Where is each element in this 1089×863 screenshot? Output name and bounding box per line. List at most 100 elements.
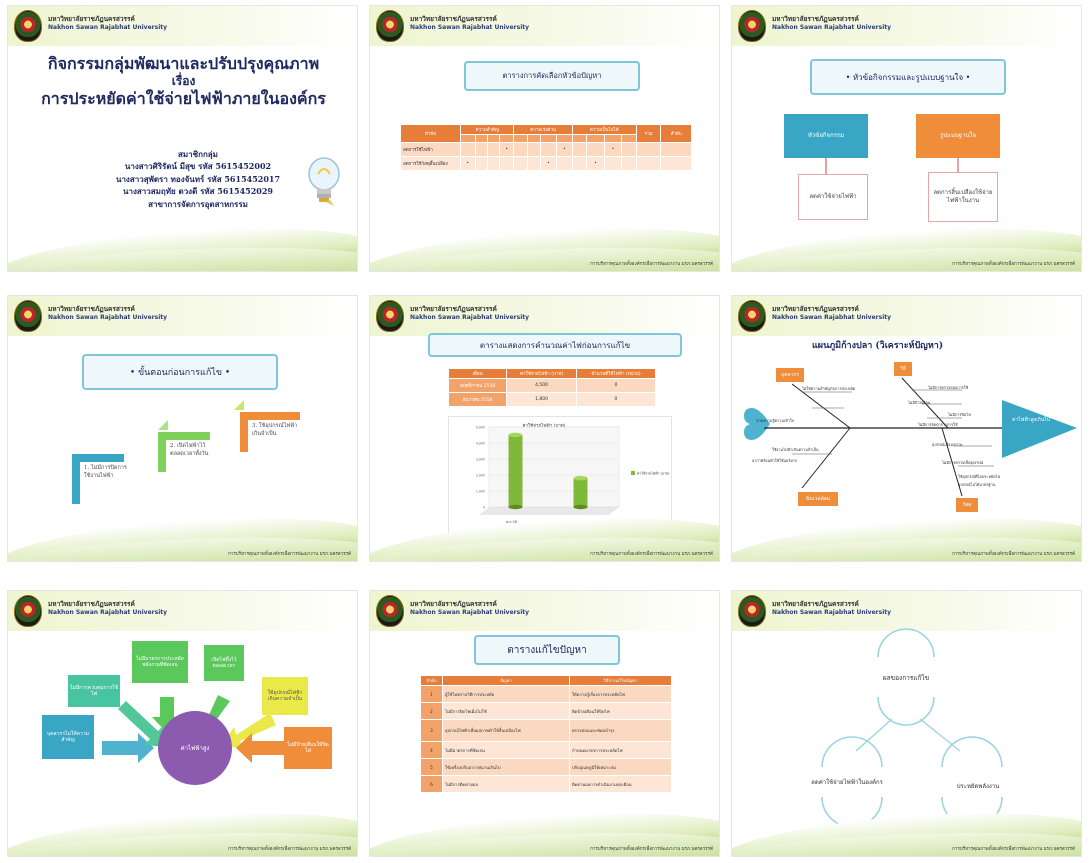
cause-node: บุคลากรไม่ให้ความสำคัญ xyxy=(42,715,94,759)
result-right-label: ประหยัดพลังงาน xyxy=(956,783,1000,790)
format-label: รูปแบบฐานใจ xyxy=(940,132,976,140)
step-1-text: 1. ไม่มีการปิดการ ใช้งานไฟฟ้า xyxy=(84,464,127,481)
cause-node: ใช้อุปกรณ์ไฟฟ้าเกินความจำเป็น xyxy=(262,677,308,715)
slide-9-thumbnail[interactable]: มหาวิทยาลัยราชภัฏนครสวรรค์ Nakhon Sawan … xyxy=(731,590,1082,857)
table-cell: • xyxy=(603,142,623,157)
member-item: นางสาวสมฤทัย ดวงดี รหัส 5615452029 xyxy=(123,186,273,197)
table-row: ลดการใช้วัสดุสิ้นเปลือง • • • xyxy=(400,156,692,171)
university-logo xyxy=(738,595,766,627)
chart-y-tick-label: 0 xyxy=(483,506,485,510)
slide-heading-box: • ขั้นตอนก่อนการแก้ไข • xyxy=(82,354,278,390)
table-cell: • xyxy=(555,142,573,157)
university-name-th: มหาวิทยาลัยราชภัฏนครสวรรค์ xyxy=(410,15,497,23)
table-cell xyxy=(513,156,528,171)
fishbone-diagram xyxy=(744,377,1077,497)
slide-1-thumbnail[interactable]: มหาวิทยาลัยราชภัฏนครสวรรค์ Nakhon Sawan … xyxy=(7,5,358,272)
table-cell: ไม่มีการปิดไฟเมื่อไม่ใช้ xyxy=(442,702,570,720)
university-logo xyxy=(14,10,42,42)
university-name-en: Nakhon Sawan Rajabhat University xyxy=(772,314,892,321)
table-cell: ให้ความรู้เรื่องการประหยัดไฟ xyxy=(568,685,673,703)
table-cell xyxy=(460,142,476,157)
step-3-bracket xyxy=(240,412,300,420)
cause-box: บุคลากร xyxy=(776,368,804,382)
cause-node: ไม่มีมาตรการประหยัดพลังงานที่ชัดเจน xyxy=(132,641,188,683)
university-name-th: มหาวิทยาลัยราชภัฏนครสวรรค์ xyxy=(48,15,135,23)
slide-5-thumbnail[interactable]: มหาวิทยาลัยราชภัฏนครสวรรค์ Nakhon Sawan … xyxy=(369,295,720,562)
slide-4-thumbnail[interactable]: มหาวิทยาลัยราชภัฏนครสวรรค์ Nakhon Sawan … xyxy=(7,295,358,562)
chart-y-tick-label: 4,000 xyxy=(476,442,485,446)
step-1-line: ใช้งานไฟฟ้า xyxy=(84,473,114,480)
cause-box: สิ่งแวดล้อม xyxy=(798,492,838,506)
slide-heading: แผนภูมิก้างปลา (วิเคราะห์ปัญหา) xyxy=(812,341,944,351)
table-cell xyxy=(603,134,623,143)
university-logo xyxy=(376,300,404,332)
slide-7-thumbnail[interactable]: มหาวิทยาลัยราชภัฏนครสวรรค์ Nakhon Sawan … xyxy=(7,590,358,857)
table-row: พฤศจิกายน 2558 4,500 0 xyxy=(447,378,657,393)
table-row: ธันวาคม 2558 1,800 0 xyxy=(447,392,657,407)
table-cell xyxy=(660,156,692,171)
cause-node: ไม่มีการควบคุมการใช้ไฟ xyxy=(68,675,120,707)
table-cell xyxy=(460,134,476,143)
table-cell: 1 xyxy=(420,685,443,703)
fishbone-label: ใช้งานไฟฟ้าเกินความจำเป็น xyxy=(772,447,819,452)
table-cell xyxy=(474,156,488,171)
step-2-bracket xyxy=(158,432,210,440)
connector-line xyxy=(825,158,827,174)
cause-node: เปิดไฟทิ้งไว้ตลอดเวลา xyxy=(204,645,244,681)
slide-header-band xyxy=(732,296,1081,336)
step-3-text: 3. ใช้อุปกรณ์ไฟฟ้า เกินจำเป็น xyxy=(252,422,297,439)
format-sub-box: ลดการสิ้นเปลืองใช้จ่าย ไฟฟ้าในงาน xyxy=(928,172,998,222)
slide-heading: • ขั้นตอนก่อนการแก้ไข • xyxy=(129,368,231,378)
cost-bar-chart: ค่าใช้จ่ายไฟฟ้า (บาท)01,0002,0003,0004,0… xyxy=(476,423,670,524)
footer-text: การบริหารคุณภาพทั้งองค์กรเพื่อการพัฒนางา… xyxy=(590,552,713,557)
slide-header-band xyxy=(8,6,357,46)
member-item: นางสาวศิริรัตน์ มีสุข รหัส 5615452002 xyxy=(124,161,272,172)
table-cell xyxy=(586,142,605,157)
slide-heading: ตารางแก้ไขปัญหา xyxy=(507,644,587,656)
university-name-th: มหาวิทยาลัยราชภัฏนครสวรรค์ xyxy=(772,15,859,23)
university-logo xyxy=(14,300,42,332)
activity-sub-box: ลดค่าใช้จ่ายไฟฟ้า xyxy=(798,174,868,220)
university-name-th: มหาวิทยาลัยราชภัฏนครสวรรค์ xyxy=(48,600,135,608)
step-1-bracket xyxy=(72,454,80,504)
university-name-en: Nakhon Sawan Rajabhat University xyxy=(48,314,168,321)
slide-title: กิจกรรมกลุ่มพัฒนาและปรับปรุงคุณภาพ เรื่อ… xyxy=(18,54,349,109)
footer-text: การบริหารคุณภาพทั้งองค์กรเพื่อการพัฒนางา… xyxy=(952,262,1075,267)
table-cell xyxy=(474,134,488,143)
table-cell xyxy=(474,142,488,157)
step-2-line: ตลอดเวลาทั้งวัน xyxy=(170,451,209,458)
table-header-cell: ค่าใช้จ่ายไฟฟ้า (บาท) xyxy=(506,368,577,379)
table-row: 1 ผู้ใช้ไม่ทราบวิธีการประหยัด ให้ความรู้… xyxy=(420,685,673,703)
step-1-bracket xyxy=(72,454,124,462)
table-row: 5 ใช้เครื่องปรับอากาศนานเกินไป ปรับอุณหภ… xyxy=(420,758,673,776)
table-cell: กำหนดมาตรการประหยัดไฟ xyxy=(568,741,673,759)
table-cell: ธันวาคม 2558 xyxy=(447,392,508,407)
slide-3-thumbnail[interactable]: มหาวิทยาลัยราชภัฏนครสวรรค์ Nakhon Sawan … xyxy=(731,5,1082,272)
slide-header-band xyxy=(370,6,719,46)
slide-6-thumbnail[interactable]: มหาวิทยาลัยราชภัฏนครสวรรค์ Nakhon Sawan … xyxy=(731,295,1082,562)
table-cell xyxy=(526,134,542,143)
chart-title: ค่าใช้จ่ายไฟฟ้า (บาท) xyxy=(522,423,565,429)
table-cell: 1,800 xyxy=(506,392,577,407)
fishbone-label: ไม่มีการตรวจเช็คอุปกรณ์ xyxy=(942,460,984,465)
table-header-cell: ลำดับ xyxy=(660,124,692,143)
activity-topic-label: หัวข้อกิจกรรม xyxy=(807,132,845,140)
table-cell xyxy=(555,156,573,171)
table-cell: • xyxy=(586,156,605,171)
slide-8-thumbnail[interactable]: มหาวิทยาลัยราชภัฏนครสวรรค์ Nakhon Sawan … xyxy=(369,590,720,857)
chart-legend-swatch xyxy=(631,471,635,475)
table-cell: ไม่มีมาตรการที่ชัดเจน xyxy=(442,741,570,759)
slide-header-band xyxy=(370,591,719,631)
slide-2-thumbnail[interactable]: มหาวิทยาลัยราชภัฏนครสวรรค์ Nakhon Sawan … xyxy=(369,5,720,272)
slide-heading-box: ตารางแสดงการคำนวณค่าไฟก่อนการแก้ไข xyxy=(428,333,682,357)
criteria-table: หัวข้อ ความสำคัญ ความเร่งด่วน ความเป็นไป… xyxy=(400,124,692,171)
table-cell xyxy=(513,142,528,157)
connector-line xyxy=(957,158,959,174)
table-cell xyxy=(603,156,623,171)
university-logo xyxy=(376,595,404,627)
footer-text: การบริหารคุณภาพทั้งองค์กรเพื่อการพัฒนางา… xyxy=(952,552,1075,557)
chart-y-tick-label: 5,000 xyxy=(476,426,485,430)
footer-text: การบริหารคุณภาพทั้งองค์กรเพื่อการพัฒนางา… xyxy=(228,847,351,852)
table-cell xyxy=(586,134,605,143)
step-2-marker xyxy=(158,420,168,430)
